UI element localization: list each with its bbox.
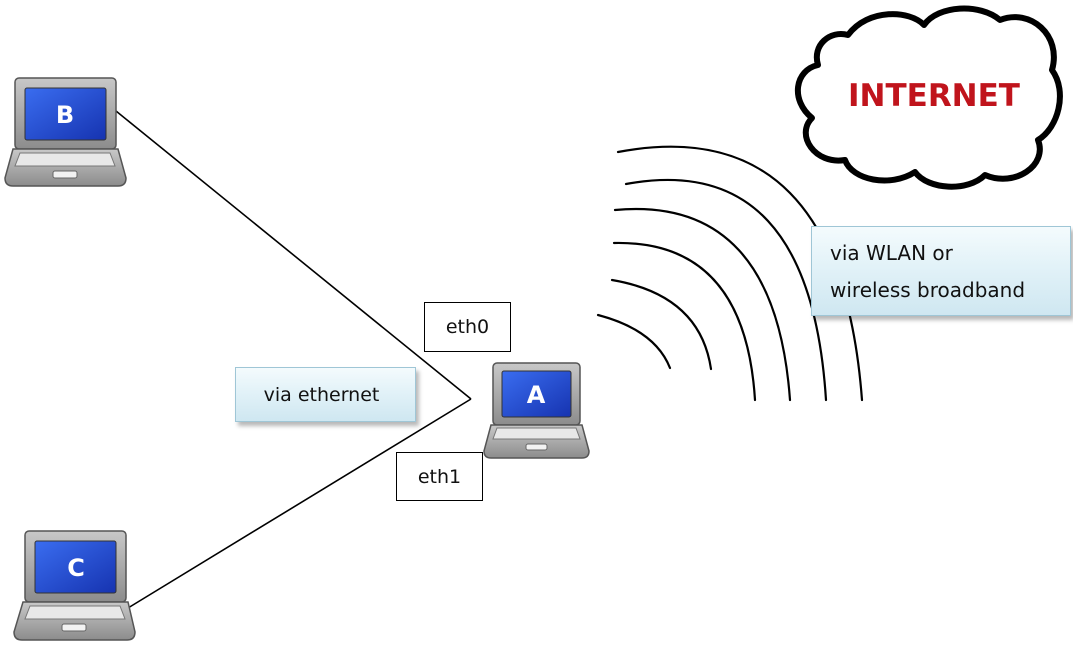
wireless-callout-line2: wireless broadband	[830, 278, 1026, 302]
ethernet-callout-text: via ethernet	[263, 383, 380, 406]
laptop-c: C	[13, 530, 136, 641]
link-b-to-a	[115, 110, 472, 400]
wireless-signal-icon	[596, 145, 864, 402]
link-c-to-a	[127, 398, 472, 609]
laptop-a: A	[483, 362, 590, 459]
laptop-c-label: C	[67, 554, 85, 582]
internet-label: INTERNET	[848, 78, 1020, 114]
eth1-label: eth1	[396, 452, 483, 501]
laptop-b: B	[4, 77, 127, 187]
ethernet-callout: via ethernet	[235, 367, 416, 422]
wireless-callout-line1: via WLAN or	[830, 241, 953, 265]
laptop-b-label: B	[56, 101, 74, 129]
eth0-label: eth0	[424, 302, 511, 352]
ethernet-links	[115, 110, 472, 609]
internet-cloud: INTERNET	[794, 5, 1063, 190]
cloud-icon	[794, 5, 1063, 190]
laptop-a-label: A	[527, 381, 546, 409]
wireless-callout: via WLAN or wireless broadband	[811, 226, 1071, 316]
